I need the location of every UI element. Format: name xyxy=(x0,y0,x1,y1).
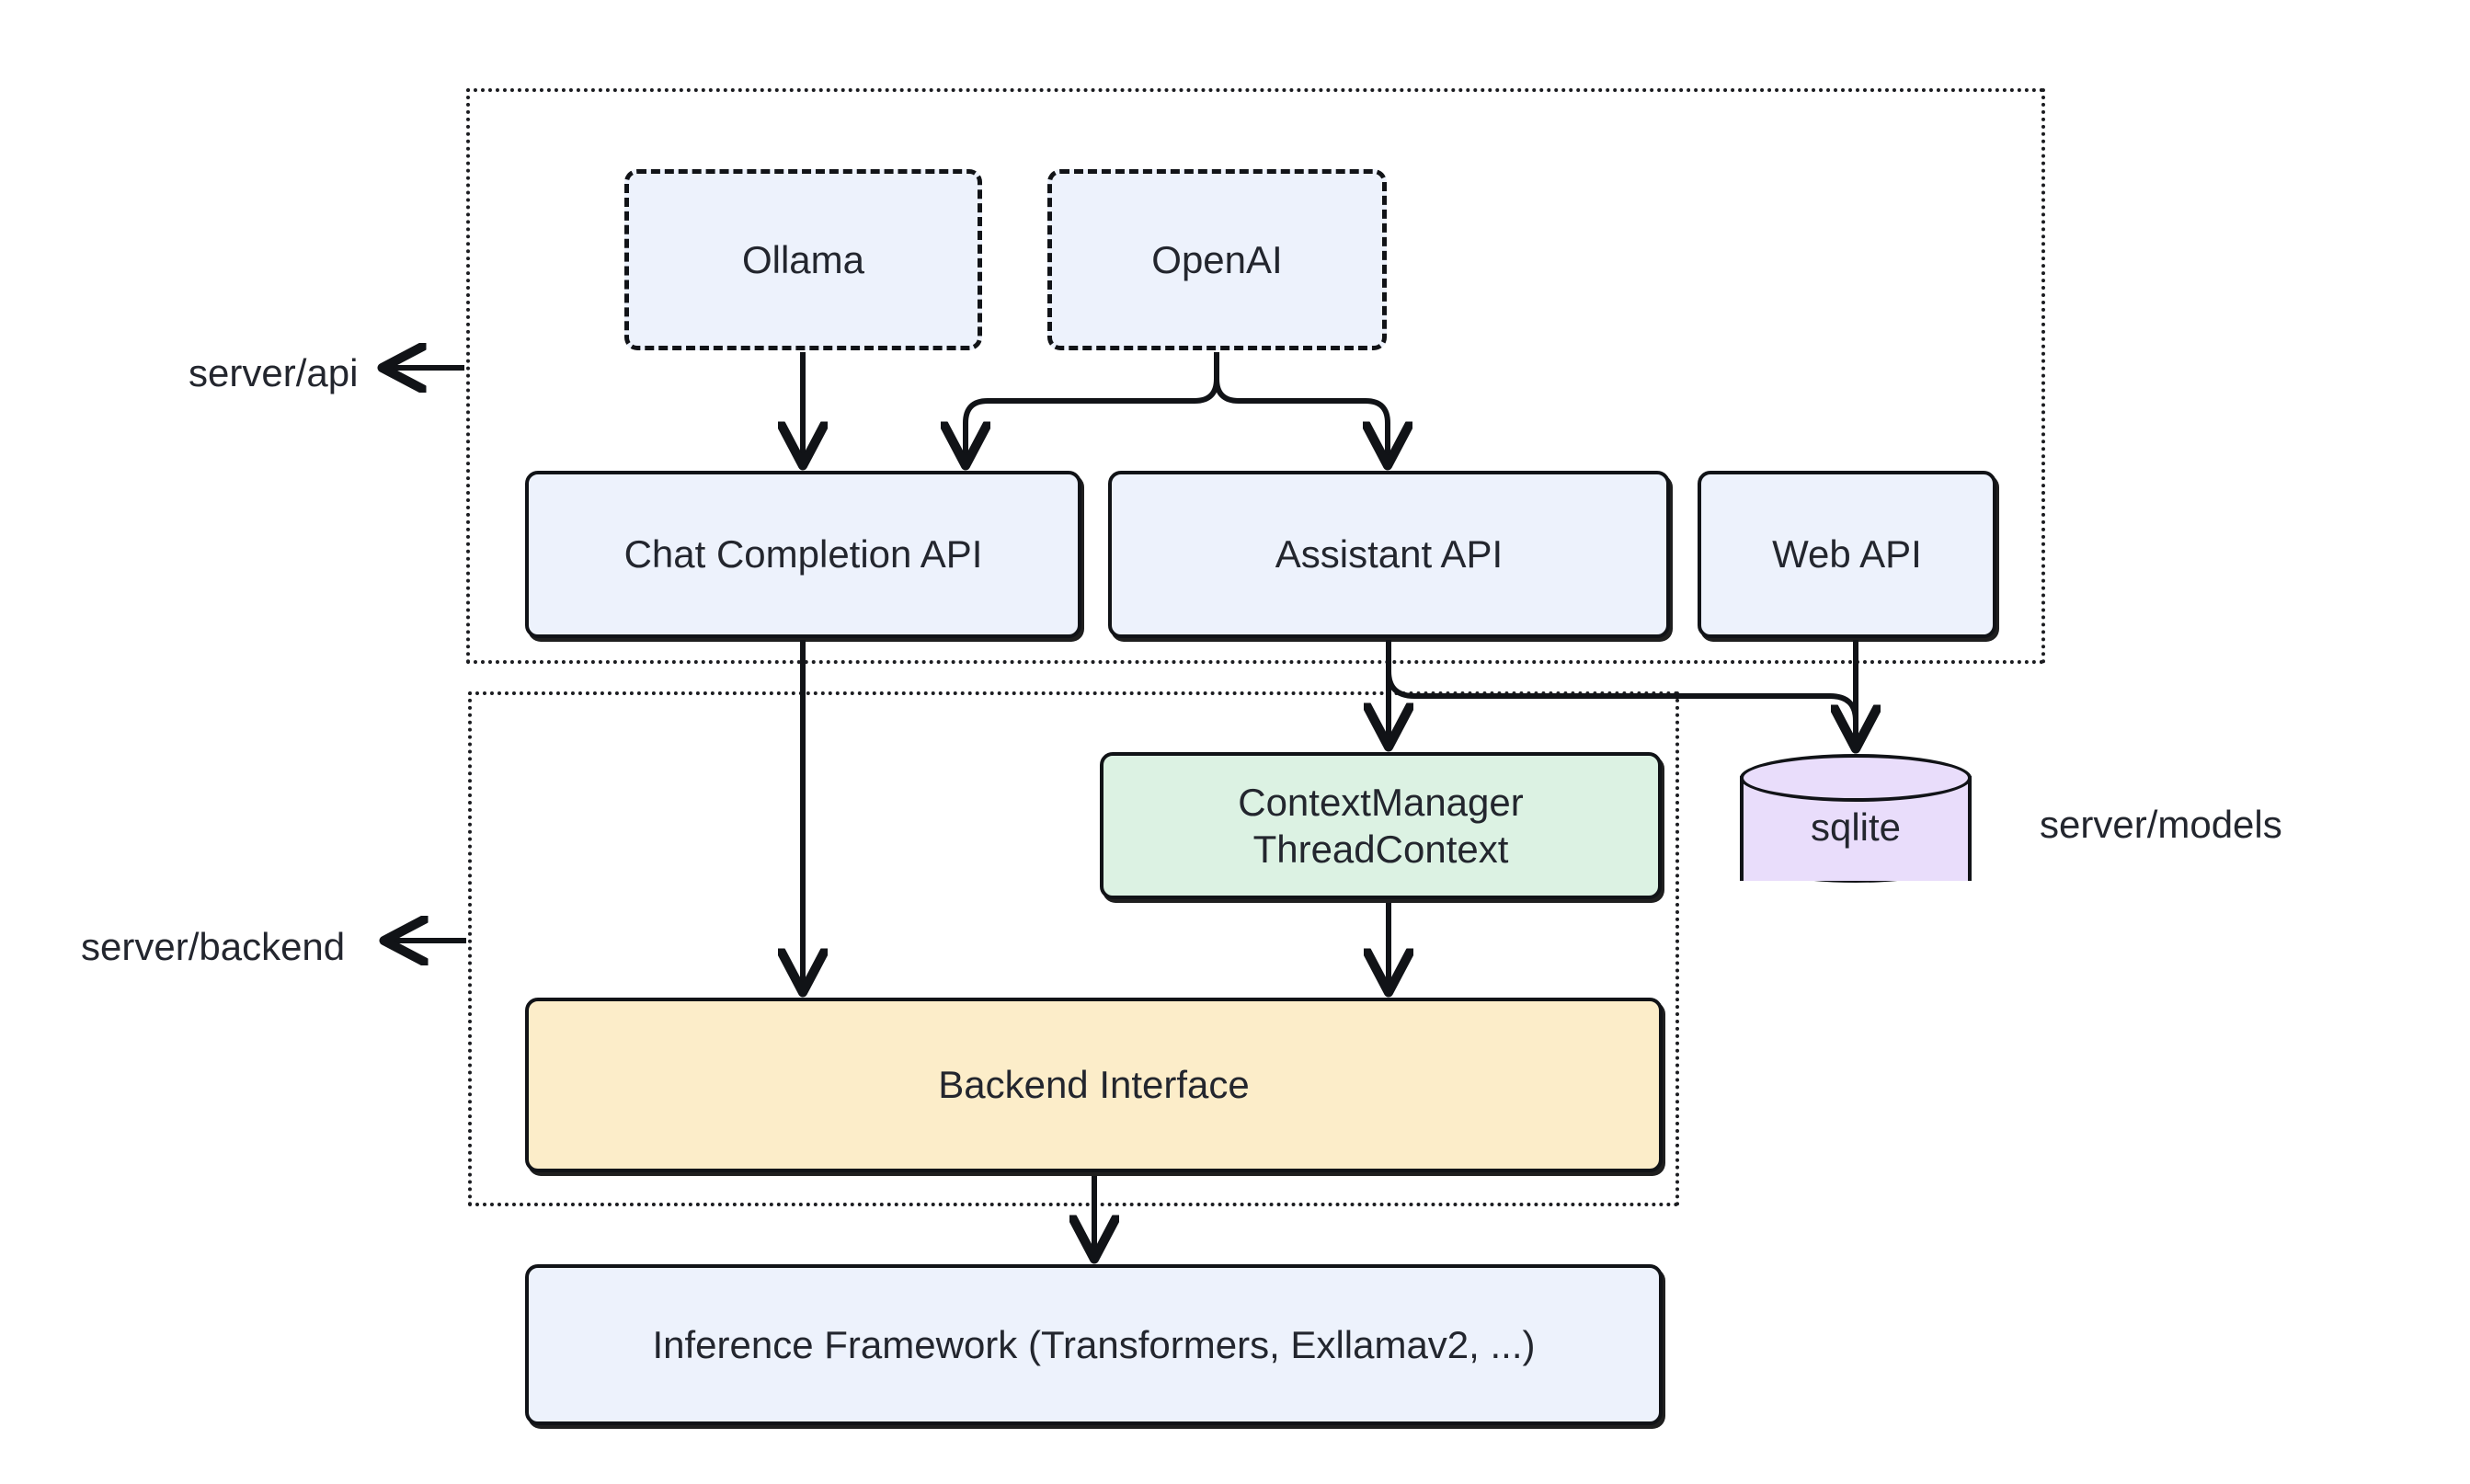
node-inference-framework[interactable]: Inference Framework (Transformers, Exlla… xyxy=(525,1264,1663,1425)
group-container-server-api xyxy=(466,88,2045,664)
node-context-manager-label-line2: ThreadContext xyxy=(1252,828,1509,871)
group-label-server-models: server/models xyxy=(2040,803,2282,846)
node-openai-label: OpenAI xyxy=(1151,237,1283,281)
node-inference-framework-label: Inference Framework (Transformers, Exlla… xyxy=(652,1322,1536,1366)
group-label-server-backend: server/backend xyxy=(81,925,346,968)
node-ollama-label: Ollama xyxy=(741,237,865,281)
node-web-api-label: Web API xyxy=(1772,532,1922,576)
node-context-manager-label-line1: ContextManager xyxy=(1238,780,1524,824)
node-chat-completion-api-label: Chat Completion API xyxy=(623,532,983,576)
cylinder-top-shape xyxy=(1740,754,1972,802)
node-backend-interface-label: Backend Interface xyxy=(938,1063,1250,1107)
node-chat-completion-api[interactable]: Chat Completion API xyxy=(525,471,1081,638)
node-assistant-api[interactable]: Assistant API xyxy=(1108,471,1670,638)
node-assistant-api-label: Assistant API xyxy=(1275,532,1504,576)
node-context-manager[interactable]: ContextManager ThreadContext xyxy=(1100,752,1662,899)
node-sqlite-label: sqlite xyxy=(1810,805,1902,849)
node-web-api[interactable]: Web API xyxy=(1698,471,1996,638)
node-openai[interactable]: OpenAI xyxy=(1047,169,1387,350)
group-label-server-api: server/api xyxy=(189,351,359,394)
node-ollama[interactable]: Ollama xyxy=(624,169,982,350)
node-context-manager-labels: ContextManager ThreadContext xyxy=(1238,779,1524,873)
node-sqlite-database[interactable]: sqlite xyxy=(1740,754,1972,903)
node-backend-interface[interactable]: Backend Interface xyxy=(525,998,1663,1172)
group-container-server-backend xyxy=(468,691,1679,1206)
